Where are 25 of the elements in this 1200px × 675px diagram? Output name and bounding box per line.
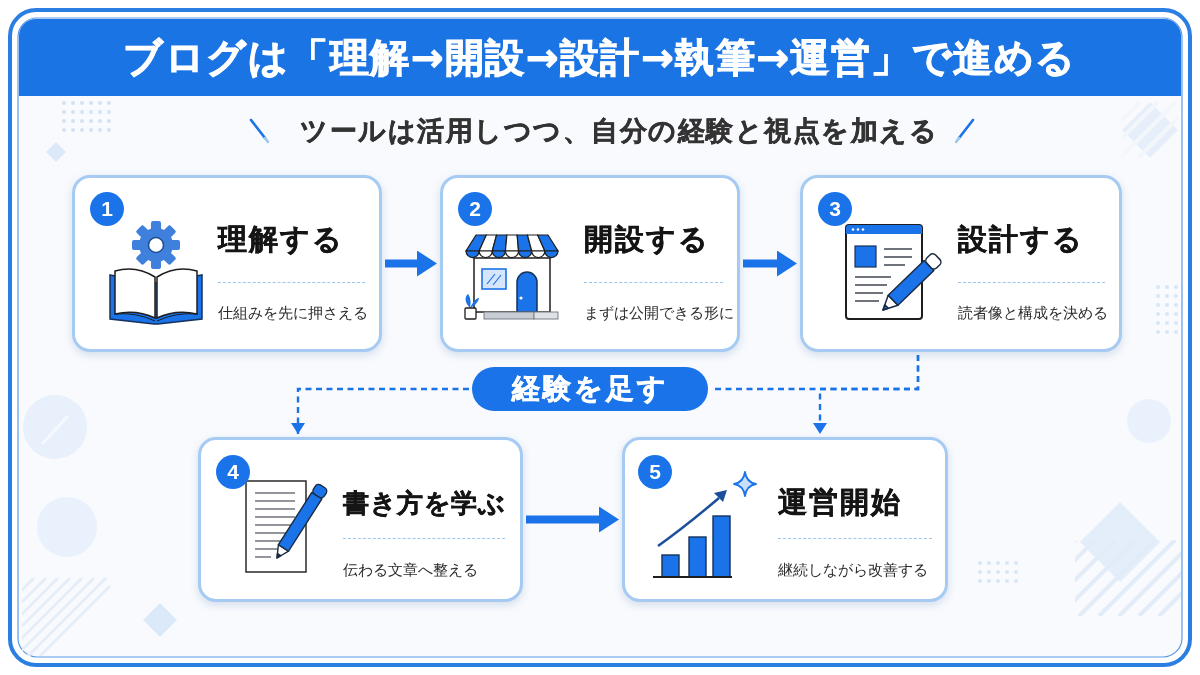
step-card — [622, 437, 948, 602]
step-card — [72, 175, 382, 352]
step-number: 2 — [458, 192, 492, 226]
step-title: 書き方を学ぶ — [343, 487, 505, 520]
title-banner: ブログは「理解→開設→設計→執筆→運営」で進める — [19, 19, 1181, 96]
step-number: 3 — [818, 192, 852, 226]
step-title: 開設する — [584, 221, 710, 258]
step-number: 5 — [638, 455, 672, 489]
pill-label: 経験を足す — [472, 367, 708, 411]
step-description: まずは公開できる形に — [584, 303, 734, 323]
step-card — [198, 437, 523, 602]
step-card — [440, 175, 740, 352]
dashed-arrow — [291, 387, 469, 434]
step-title: 運営開始 — [778, 484, 902, 521]
step-description: 伝わる文章へ整える — [343, 560, 478, 580]
step-description: 読者像と構成を決める — [958, 303, 1108, 323]
subtitle: ツールは活用しつつ、自分の経験と視点を加える — [300, 114, 938, 148]
step-description: 仕組みを先に押さえる — [218, 303, 368, 323]
step-title: 理解する — [218, 221, 344, 258]
dashed-arrow — [813, 355, 920, 434]
step-card — [800, 175, 1122, 352]
step-number: 4 — [216, 455, 250, 489]
step-description: 継続しながら改善する — [778, 560, 928, 580]
step-number: 1 — [90, 192, 124, 226]
step-title: 設計する — [958, 221, 1084, 258]
